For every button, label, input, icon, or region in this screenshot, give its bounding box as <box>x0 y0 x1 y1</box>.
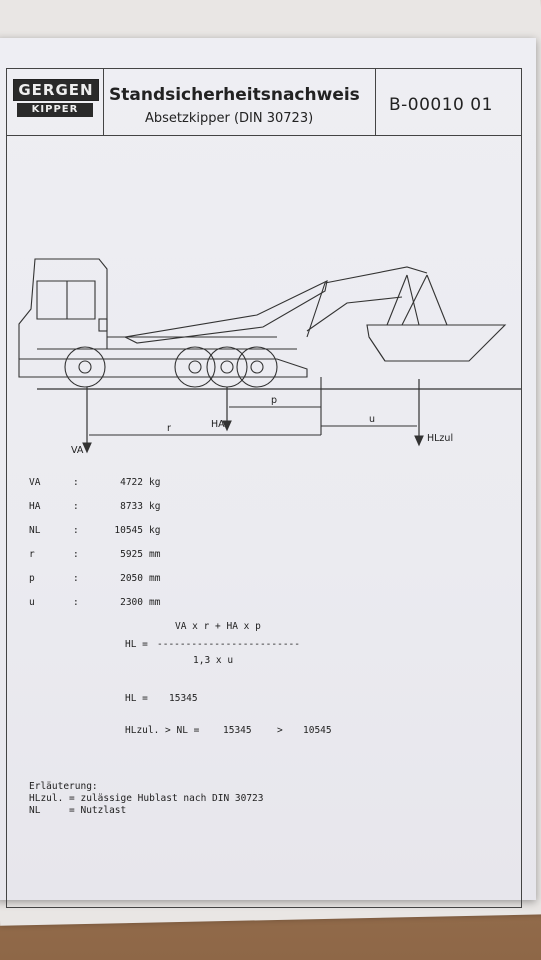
document-subtitle: Absetzkipper (DIN 30723) <box>145 111 314 126</box>
value-number: 5925 <box>120 549 143 560</box>
value-separator: : <box>73 477 79 488</box>
legend-line-nl: NL = Nutzlast <box>29 805 127 816</box>
value-name: HA <box>29 501 41 512</box>
value-name: p <box>29 573 35 584</box>
value-name: VA <box>29 477 41 488</box>
logo-gergen: GERGEN <box>13 79 99 101</box>
value-number: 8733 <box>120 501 143 512</box>
value-name: NL <box>29 525 41 536</box>
label-u: u <box>369 414 375 425</box>
label-r: r <box>167 423 171 434</box>
label-ha: HA <box>211 419 225 430</box>
label-hlzul: HLzul <box>427 433 453 444</box>
compare-label: HLzul. > NL = <box>125 725 200 736</box>
truck-diagram: VA HA r p u HLzul <box>18 258 521 456</box>
document-number: B-00010 01 <box>389 95 493 115</box>
compare-right: 10545 <box>303 725 332 736</box>
document-header: GERGEN KIPPER Standsicherheitsnachweis A… <box>7 69 521 136</box>
value-unit: kg <box>149 477 161 488</box>
document-frame: GERGEN KIPPER Standsicherheitsnachweis A… <box>6 68 522 908</box>
label-va: VA <box>71 445 84 456</box>
compare-operator: > <box>277 725 283 736</box>
value-name: u <box>29 597 35 608</box>
logo: GERGEN KIPPER <box>7 69 104 135</box>
formula-lhs: HL = <box>125 639 148 650</box>
title-cell: Standsicherheitsnachweis Absetzkipper (D… <box>103 69 376 135</box>
document-title: Standsicherheitsnachweis <box>109 85 360 105</box>
value-unit: kg <box>149 501 161 512</box>
result-label: HL = <box>125 693 148 704</box>
value-separator: : <box>73 597 79 608</box>
value-number: 2050 <box>120 573 143 584</box>
compare-left: 15345 <box>223 725 252 736</box>
value-separator: : <box>73 525 79 536</box>
value-number: 2300 <box>120 597 143 608</box>
result-value: 15345 <box>169 693 198 704</box>
value-number: 4722 <box>120 477 143 488</box>
value-unit: mm <box>149 597 161 608</box>
formula-denominator: 1,3 x u <box>193 655 234 666</box>
value-unit: mm <box>149 573 161 584</box>
value-separator: : <box>73 573 79 584</box>
label-p: p <box>271 395 277 406</box>
legend-heading: Erläuterung: <box>29 781 98 792</box>
value-unit: kg <box>149 525 161 536</box>
document-sheet: GERGEN KIPPER Standsicherheitsnachweis A… <box>0 38 536 908</box>
value-number: 10545 <box>114 525 143 536</box>
logo-kipper: KIPPER <box>17 103 93 117</box>
value-name: r <box>29 549 35 560</box>
value-separator: : <box>73 549 79 560</box>
value-unit: mm <box>149 549 161 560</box>
legend-line-hlzul: HLzul. = zulässige Hublast nach DIN 3072… <box>29 793 264 804</box>
formula-numerator: VA x r + HA x p <box>175 621 261 632</box>
value-separator: : <box>73 501 79 512</box>
formula-divider: ------------------------- <box>157 639 300 650</box>
